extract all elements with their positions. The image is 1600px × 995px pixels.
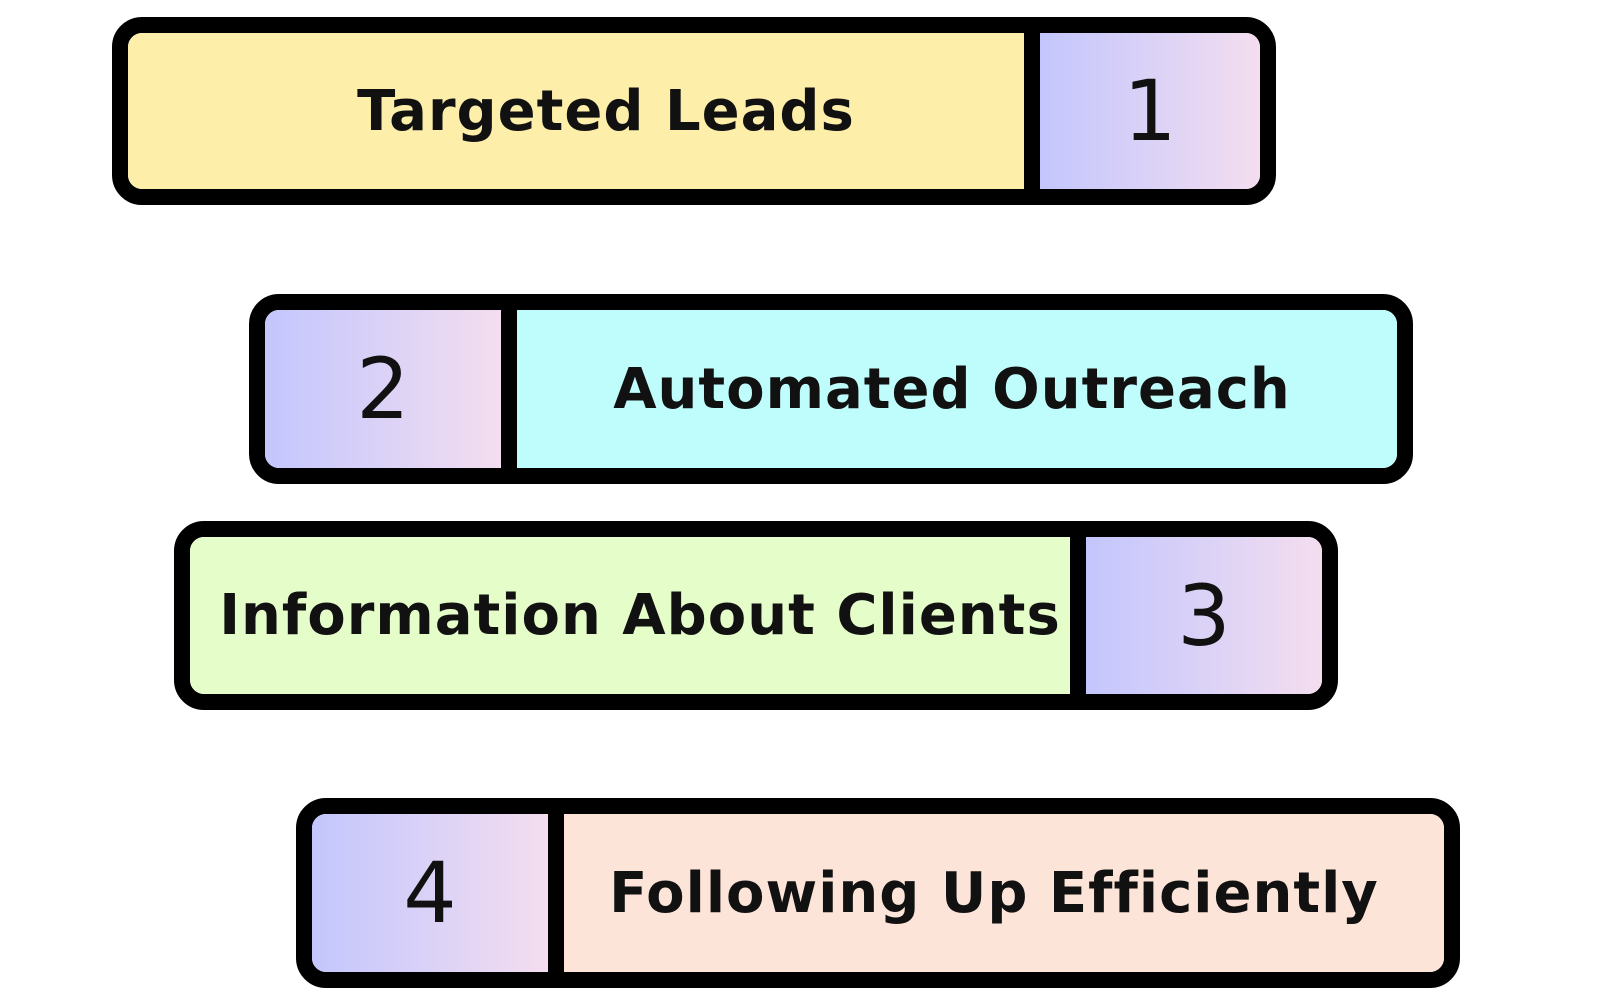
step-3-label-area: Information About Clients bbox=[190, 537, 1070, 694]
step-3-card: Information About Clients 3 bbox=[174, 521, 1338, 710]
step-4-card: 4 Following Up Efficiently bbox=[296, 798, 1460, 988]
step-3-number: 3 bbox=[1177, 566, 1231, 665]
step-4-label-area: Following Up Efficiently bbox=[564, 814, 1444, 972]
step-2-label: Automated Outreach bbox=[613, 356, 1291, 422]
step-2-label-area: Automated Outreach bbox=[517, 310, 1397, 468]
step-2-number-box: 2 bbox=[265, 310, 517, 468]
step-1-number-box: 1 bbox=[1024, 33, 1260, 189]
step-2-card: 2 Automated Outreach bbox=[249, 294, 1413, 484]
step-4-number-box: 4 bbox=[312, 814, 564, 972]
step-4-label: Following Up Efficiently bbox=[609, 860, 1379, 926]
step-1-label: Targeted Leads bbox=[357, 78, 855, 144]
step-1-number: 1 bbox=[1123, 62, 1177, 160]
step-3-label: Information About Clients bbox=[219, 583, 1061, 648]
step-1-card: Targeted Leads 1 bbox=[112, 17, 1276, 205]
step-4-number: 4 bbox=[403, 844, 457, 942]
step-2-number: 2 bbox=[356, 340, 410, 438]
step-3-number-box: 3 bbox=[1070, 537, 1322, 694]
step-1-label-area: Targeted Leads bbox=[128, 33, 1024, 189]
